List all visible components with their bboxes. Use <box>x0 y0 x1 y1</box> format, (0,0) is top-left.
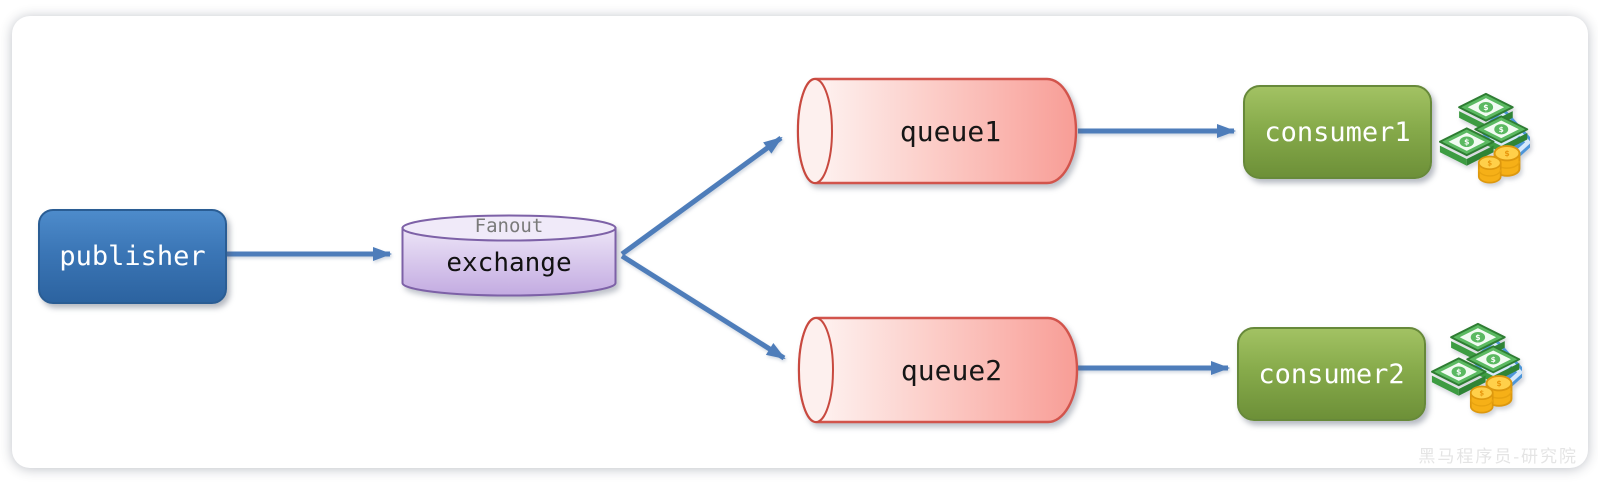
queue1-cylinder-shape <box>796 77 1078 185</box>
money-icon <box>1430 318 1522 414</box>
exchange-type-badge: Fanout <box>474 215 544 237</box>
consumer2-label: consumer2 <box>1258 358 1405 390</box>
queue1-label: queue1 <box>899 114 1002 148</box>
exchange-cylinder-shape <box>401 214 617 297</box>
watermark: 黑马程序员-研究院 <box>1418 447 1578 466</box>
consumer2-node: consumer2 <box>1237 327 1426 421</box>
publisher-node: publisher <box>38 209 227 304</box>
queue2-label: queue2 <box>900 353 1003 387</box>
queue2-cylinder-shape <box>797 316 1079 424</box>
exchange-node: Fanout exchange <box>400 214 618 298</box>
exchange-label: exchange <box>446 248 572 278</box>
consumer1-label: consumer1 <box>1264 116 1411 148</box>
consumer1-node: consumer1 <box>1243 85 1432 179</box>
money-icon <box>1438 88 1530 184</box>
queue2-node: queue2 <box>794 315 1079 425</box>
queue1-node: queue1 <box>793 76 1078 186</box>
publisher-label: publisher <box>59 241 206 272</box>
